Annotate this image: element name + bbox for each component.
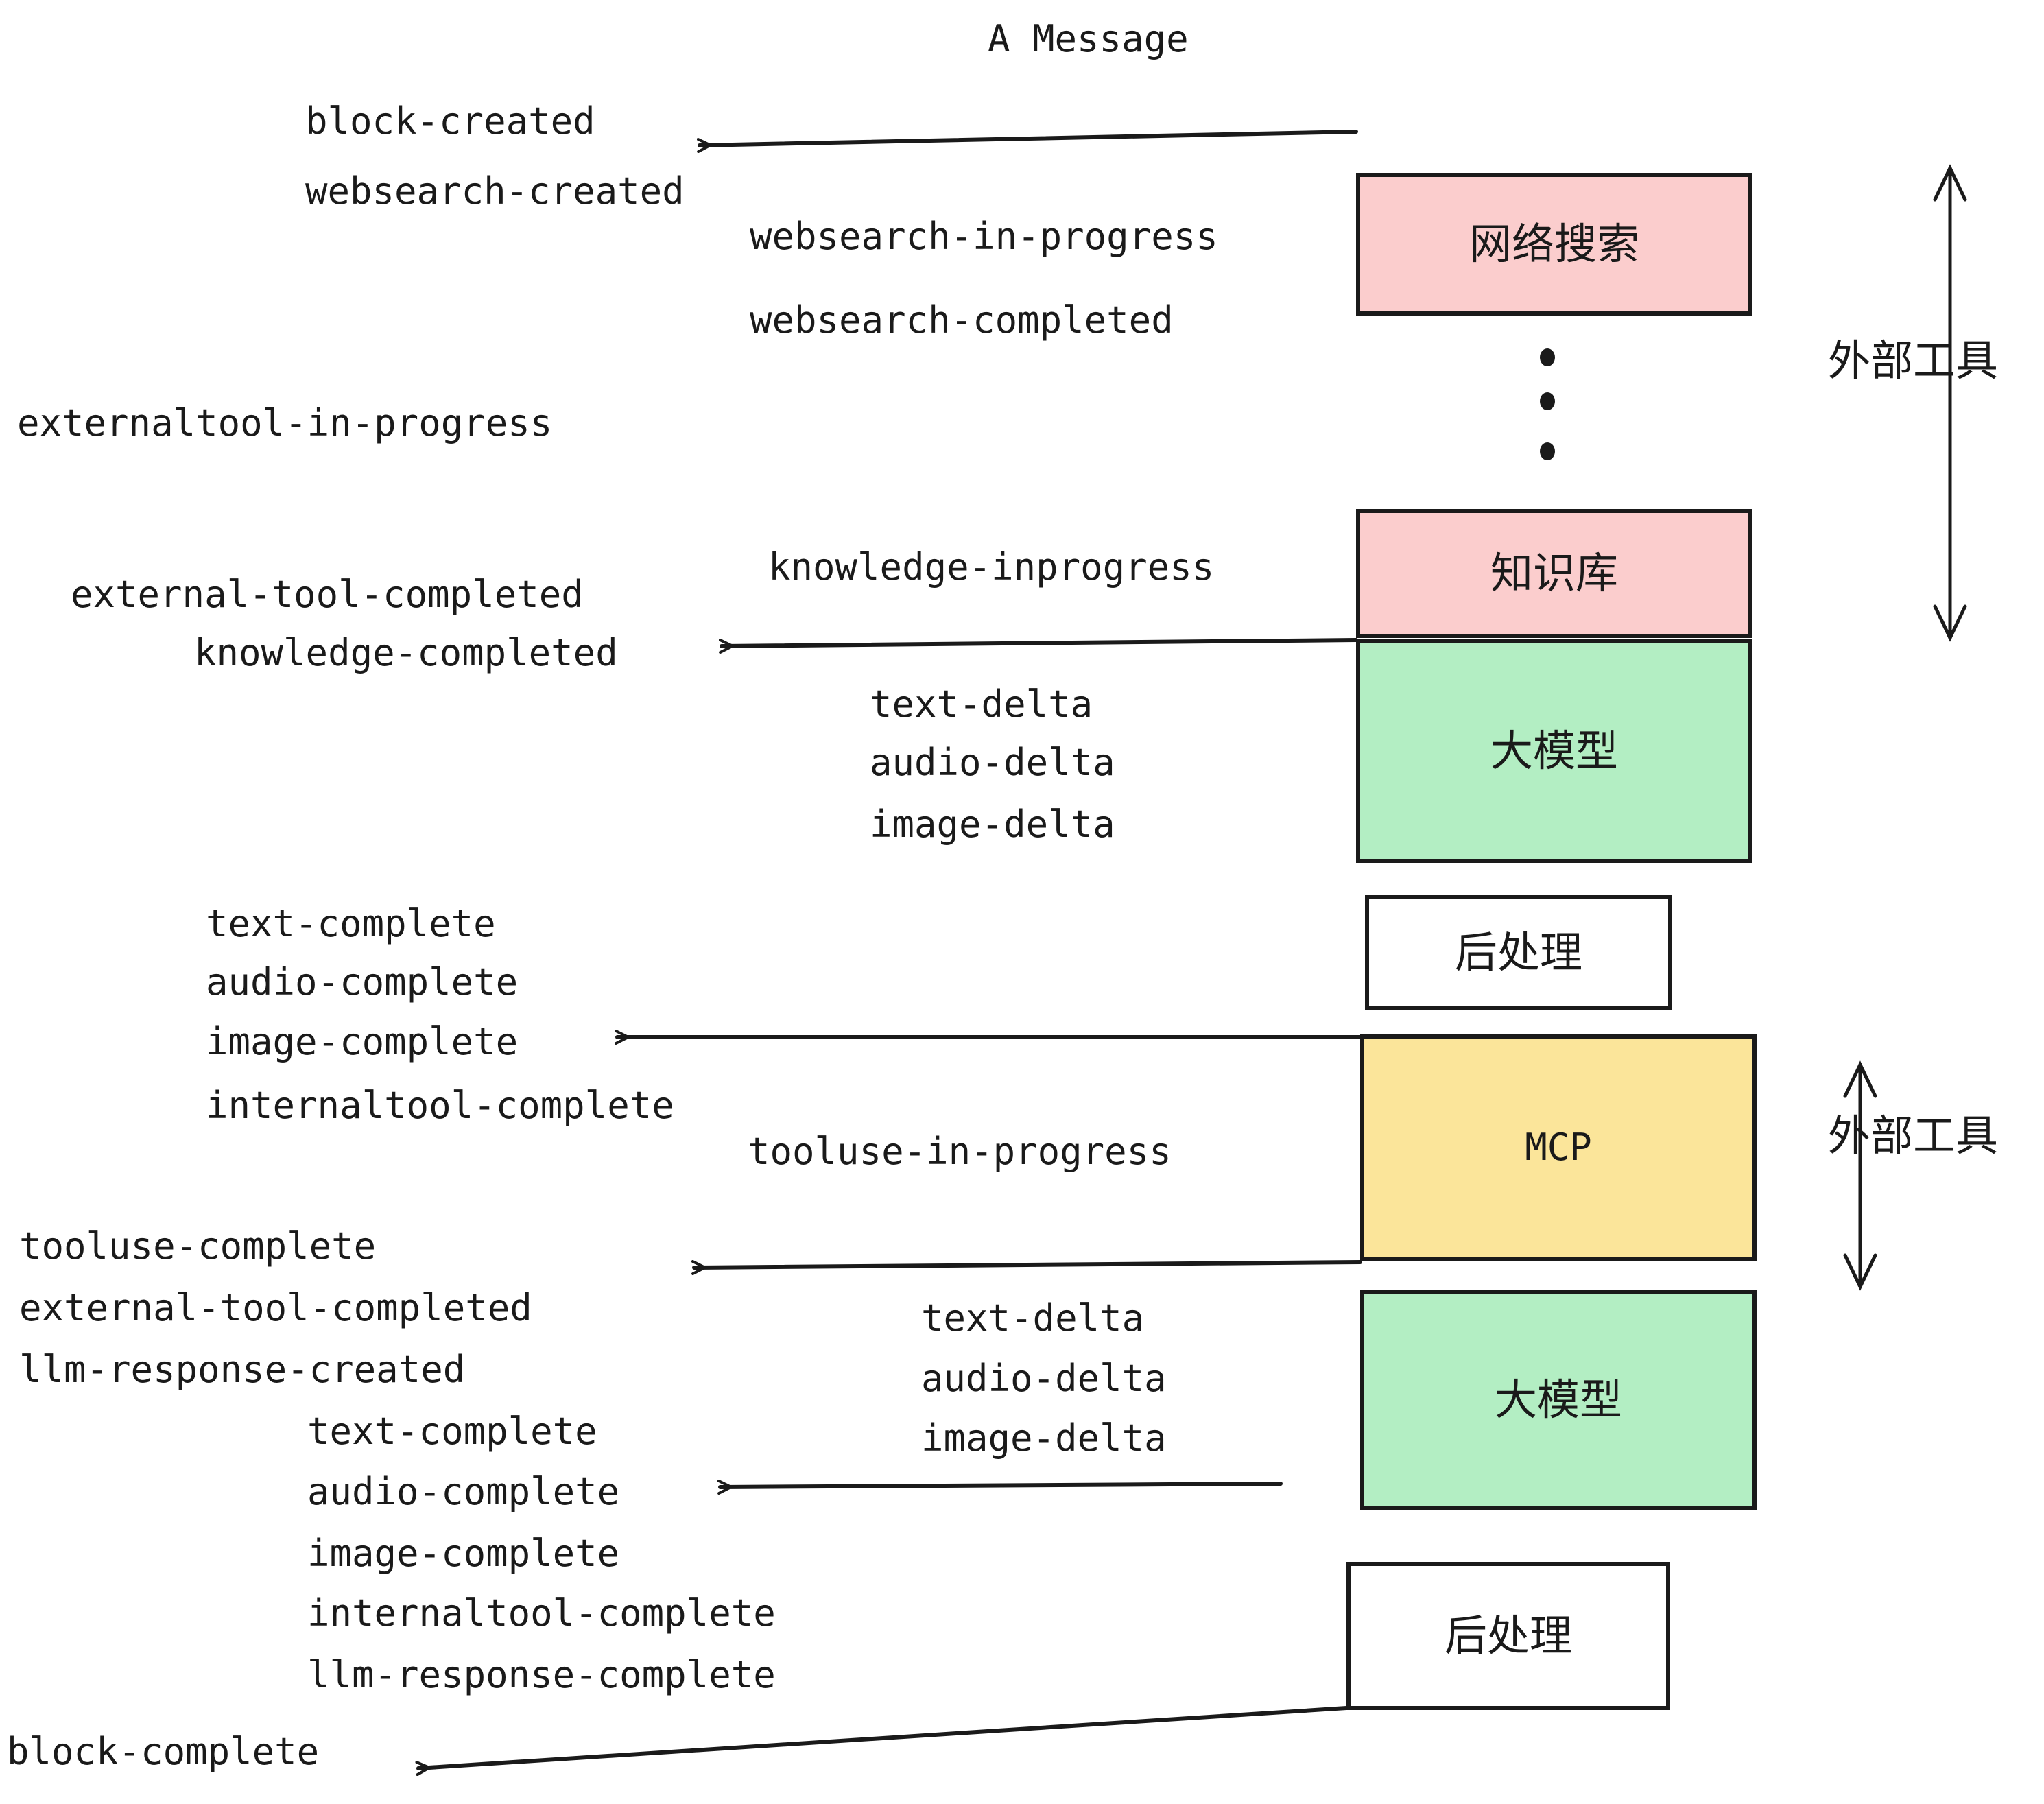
event-label-audio-delta-1: audio-delta — [870, 741, 1115, 784]
node-box-mcp[interactable]: MCP — [1360, 1034, 1757, 1261]
event-label-text-complete-2: text-complete — [307, 1410, 597, 1453]
group-arrow-top-head-down — [1933, 604, 1967, 642]
event-label-external-tool-completed-1: external-tool-completed — [71, 573, 584, 616]
event-label-llm-response-created: llm-response-created — [19, 1348, 466, 1391]
arrow-knowledge-to-events — [718, 638, 1358, 654]
event-label-tooluse-in-progress: tooluse-in-progress — [748, 1130, 1172, 1173]
event-label-text-delta-2: text-delta — [921, 1296, 1145, 1340]
group-label-external-tools-bottom: 外部工具 — [1828, 1111, 1999, 1161]
event-label-websearch-completed: websearch-completed — [750, 298, 1174, 342]
event-label-block-created: block-created — [305, 99, 595, 143]
event-label-llm-response-complete: llm-response-complete — [307, 1653, 776, 1696]
node-box-llm-1[interactable]: 大模型 — [1356, 639, 1752, 863]
event-label-block-complete: block-complete — [7, 1730, 320, 1773]
page-title: A Message — [988, 17, 1189, 60]
event-label-image-complete-2: image-complete — [307, 1532, 620, 1575]
node-label-websearch: 网络搜索 — [1469, 219, 1639, 269]
event-label-image-complete-1: image-complete — [206, 1020, 519, 1063]
event-label-internaltool-complete-2: internaltool-complete — [307, 1591, 776, 1635]
node-label-postproc-2: 后处理 — [1444, 1611, 1572, 1661]
node-box-postproc-2[interactable]: 后处理 — [1346, 1562, 1670, 1710]
node-label-llm-2: 大模型 — [1494, 1375, 1622, 1425]
event-label-internaltool-complete-1: internaltool-complete — [206, 1084, 674, 1127]
node-label-postproc-1: 后处理 — [1454, 927, 1582, 977]
node-label-knowledge: 知识库 — [1490, 548, 1618, 598]
event-label-text-delta-1: text-delta — [870, 683, 1093, 726]
group-arrow-top-head-up — [1933, 164, 1967, 202]
event-label-knowledge-completed: knowledge-completed — [194, 631, 618, 674]
event-label-websearch-in-progress: websearch-in-progress — [750, 215, 1218, 258]
event-label-image-delta-1: image-delta — [870, 803, 1115, 846]
event-label-audio-complete-2: audio-complete — [307, 1470, 620, 1513]
event-label-audio-complete-1: audio-complete — [206, 960, 519, 1004]
node-label-mcp: MCP — [1525, 1126, 1592, 1169]
event-label-audio-delta-2: audio-delta — [921, 1357, 1167, 1400]
event-label-tooluse-complete: tooluse-complete — [19, 1224, 377, 1268]
node-box-llm-2[interactable]: 大模型 — [1360, 1290, 1757, 1510]
node-box-postproc-1[interactable]: 后处理 — [1365, 895, 1672, 1010]
ellipsis-dot-1 — [1540, 348, 1555, 366]
event-label-text-complete-1: text-complete — [206, 902, 496, 945]
group-label-external-tools-top: 外部工具 — [1828, 335, 1999, 385]
arrow-llm2-to-events — [717, 1480, 1283, 1495]
arrow-mcp-to-events — [691, 1260, 1362, 1276]
node-box-websearch[interactable]: 网络搜索 — [1356, 173, 1752, 316]
ellipsis-dot-2 — [1540, 392, 1555, 410]
group-arrow-bottom-head-down — [1843, 1253, 1877, 1291]
event-label-knowledge-inprogress: knowledge-inprogress — [768, 545, 1215, 589]
event-label-image-delta-2: image-delta — [921, 1416, 1167, 1460]
event-label-websearch-created: websearch-created — [305, 169, 685, 213]
node-label-llm-1: 大模型 — [1490, 726, 1618, 776]
group-arrow-bottom-head-up — [1843, 1060, 1877, 1098]
node-box-knowledge[interactable]: 知识库 — [1356, 509, 1752, 638]
event-label-externaltool-in-progress: externaltool-in-progress — [17, 401, 553, 444]
ellipsis-dot-3 — [1540, 442, 1555, 460]
event-label-external-tool-completed-2: external-tool-completed — [19, 1286, 532, 1329]
arrow-websearch-to-events — [696, 130, 1358, 154]
arrow-postproc2-to-events — [415, 1706, 1348, 1777]
